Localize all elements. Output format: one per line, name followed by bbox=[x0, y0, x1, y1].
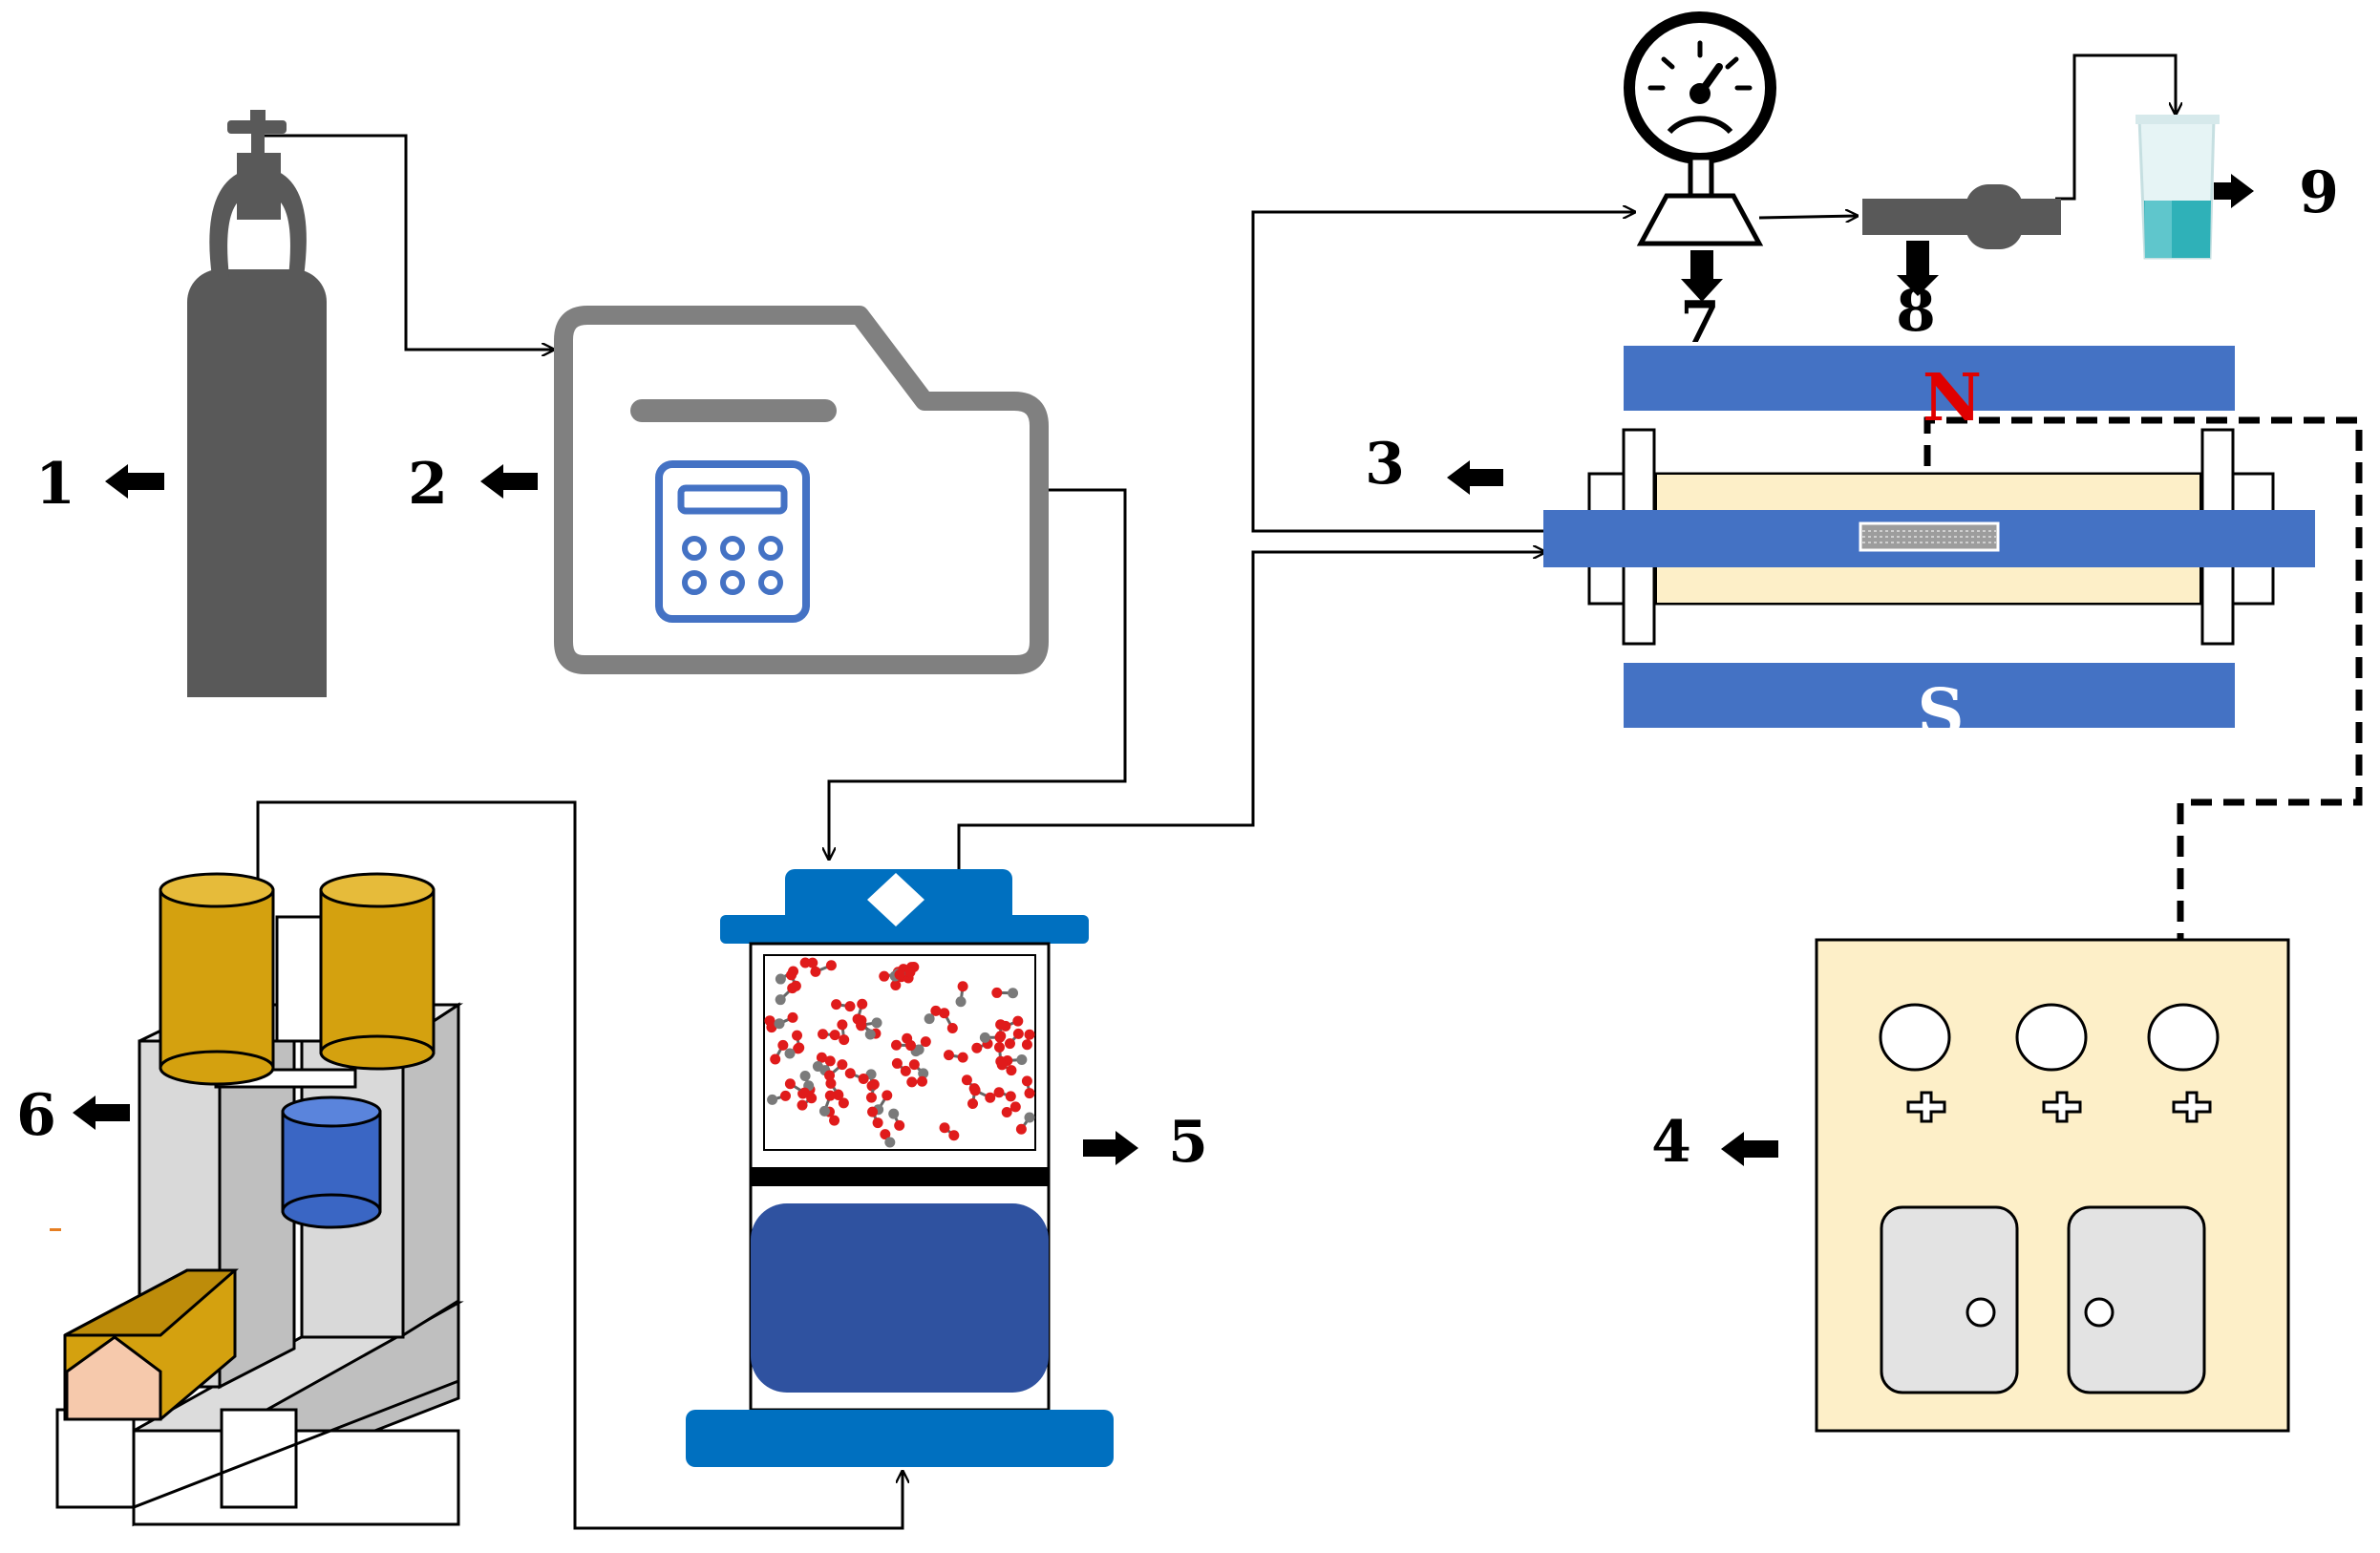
label-8: 8 bbox=[1896, 278, 1936, 345]
arrow-1 bbox=[105, 464, 164, 499]
pressure-gauge-icon bbox=[1624, 11, 1776, 246]
nmr-console-icon bbox=[1815, 938, 2290, 1433]
line-coreholder-to-gauge bbox=[1251, 212, 1635, 533]
line-controller-to-press bbox=[829, 488, 1127, 860]
valve-icon bbox=[1862, 184, 2061, 249]
line-valve-to-beaker bbox=[2055, 53, 2176, 201]
signal-line-dashed bbox=[1923, 416, 2363, 1003]
label-5: 5 bbox=[1168, 1109, 1208, 1176]
arrow-5 bbox=[1083, 1131, 1138, 1165]
core-holder-icon: N S bbox=[1543, 346, 2315, 752]
magnet-north-plate bbox=[1624, 346, 2235, 411]
magnet-north-label: N bbox=[1923, 360, 1982, 436]
label-3: 3 bbox=[1365, 431, 1405, 498]
line-press-to-coreholder bbox=[957, 552, 1545, 869]
beaker-icon bbox=[2136, 115, 2220, 260]
arrow-4 bbox=[1721, 1132, 1778, 1166]
label-6: 6 bbox=[16, 1082, 56, 1149]
magnet-south-label: S bbox=[1917, 675, 1964, 752]
arrow-2 bbox=[480, 464, 538, 499]
label-9: 9 bbox=[2299, 160, 2339, 226]
gas-cylinder-icon bbox=[187, 110, 327, 697]
connection-lines bbox=[256, 53, 2176, 1530]
line-gauge-to-valve bbox=[1758, 216, 1858, 218]
arrow-7 bbox=[1681, 250, 1723, 302]
arrow-3 bbox=[1447, 460, 1503, 495]
line-cylinder-to-controller bbox=[263, 134, 554, 350]
arrow-8 bbox=[1897, 241, 1939, 296]
magnet-south-plate bbox=[1624, 663, 2235, 728]
arrow-6 bbox=[73, 1096, 130, 1130]
label-4: 4 bbox=[1651, 1109, 1691, 1176]
press-icon bbox=[686, 869, 1114, 1467]
label-7: 7 bbox=[1680, 289, 1720, 356]
orange-mark bbox=[50, 1228, 61, 1231]
label-1: 1 bbox=[35, 451, 75, 518]
arrow-9 bbox=[2214, 174, 2254, 208]
line-pump-to-press bbox=[256, 800, 903, 1530]
label-2: 2 bbox=[408, 451, 448, 518]
callout-arrows bbox=[73, 174, 2254, 1166]
flow-controller-icon bbox=[554, 306, 1049, 674]
pump-icon bbox=[55, 872, 464, 1527]
molecule-cluster bbox=[764, 957, 1035, 1148]
